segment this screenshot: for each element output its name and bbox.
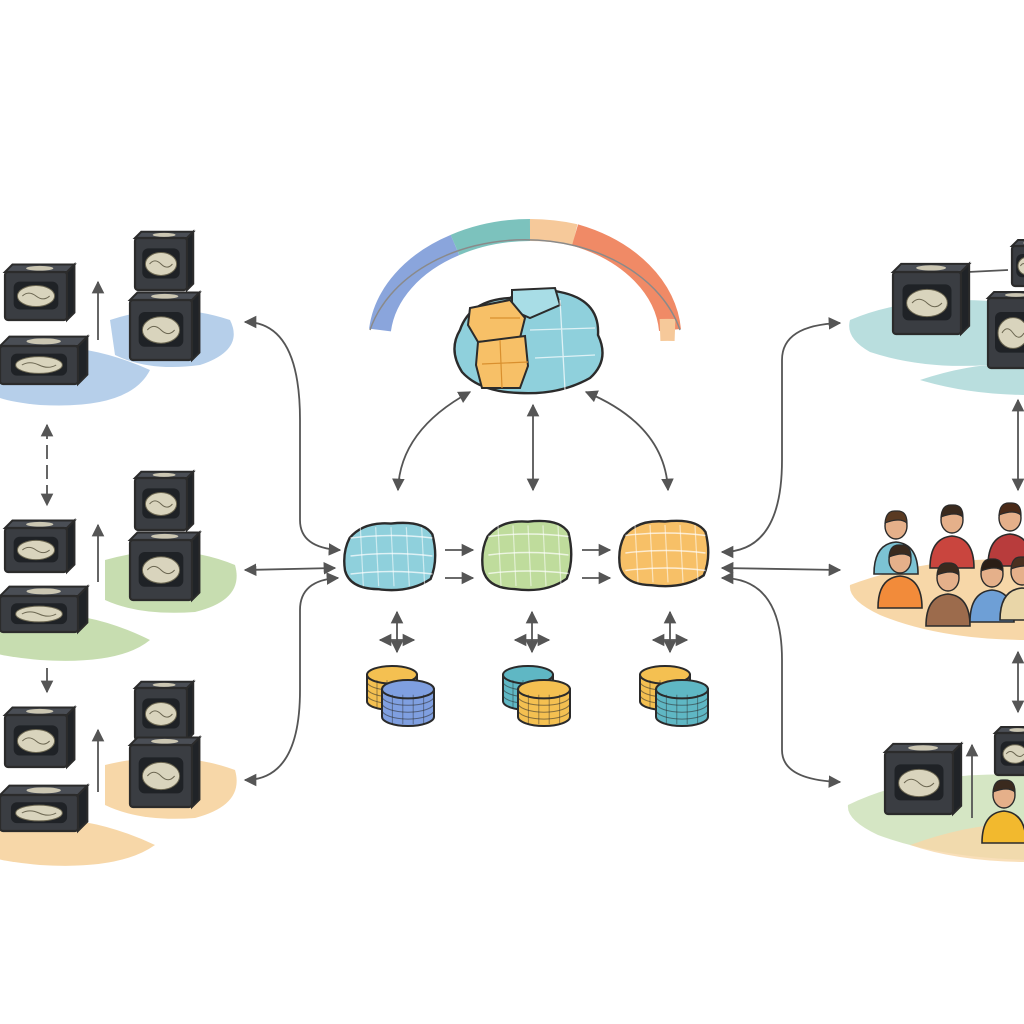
- connectors: [40, 269, 1024, 818]
- person-icon-5: [925, 562, 971, 627]
- people-group: [873, 502, 1024, 844]
- edge-device-left-top-b: [0, 334, 90, 387]
- edge-device-left-middle-d: [127, 530, 202, 603]
- edge-device-left-top-c: [132, 229, 196, 293]
- person-icon-3: [987, 502, 1024, 567]
- person-icon-8: [981, 779, 1024, 844]
- edge-device-right-top-a: [890, 261, 972, 337]
- edge-device-right-bottom-a: [882, 741, 964, 817]
- database-stack-icon-blue-1: [381, 679, 435, 727]
- arrow-top-to-cyan: [392, 391, 472, 492]
- edge-device-left-bottom-b: [0, 783, 90, 834]
- person-icon-2: [929, 504, 975, 569]
- data-cluster-icon-orange: [618, 519, 710, 588]
- edge-device-left-bottom-c: [132, 679, 196, 743]
- arrow-orange-to-right-top: [720, 317, 842, 559]
- line-right-top-link: [967, 269, 1009, 273]
- data-cluster-icon-cyan: [343, 521, 437, 592]
- databases: [366, 665, 709, 727]
- edge-device-left-bottom-d: [127, 735, 202, 810]
- teal-pool-right-top-2: [920, 364, 1024, 395]
- edge-device-right-top-b: [1009, 239, 1024, 288]
- edge-device-left-middle-c: [132, 469, 196, 533]
- database-stack-icon-teal-3: [655, 679, 709, 727]
- edge-device-left-middle-a: [2, 518, 77, 575]
- edge-device-left-top-d: [127, 290, 202, 363]
- person-icon-7: [999, 556, 1024, 621]
- person-icon-4: [877, 544, 923, 609]
- database-stack-icon-yellow-2: [517, 679, 571, 727]
- data-cluster-icon-top: [453, 286, 604, 395]
- arrow-left-top-to-cyan: [243, 315, 342, 556]
- edge-device-left-middle-b: [0, 584, 90, 635]
- edge-device-left-top-a: [2, 262, 77, 323]
- edge-device-right-top-c: [985, 291, 1024, 370]
- arrow-left-bottom-to-cyan: [243, 572, 340, 787]
- edge-device-right-bottom-b: [992, 726, 1024, 777]
- edge-device-left-bottom-a: [2, 705, 77, 770]
- data-clusters: [343, 286, 710, 592]
- data-cluster-icon-green: [481, 519, 573, 592]
- arrow-left-middle-to-cyan: [243, 561, 337, 577]
- arrow-orange-to-right-middle: [720, 561, 842, 577]
- arrow-orange-to-right-bottom: [720, 571, 842, 788]
- gauge-arc-icon: [369, 218, 681, 341]
- arrow-top-to-orange: [584, 390, 674, 492]
- edge-devices: [0, 229, 1024, 834]
